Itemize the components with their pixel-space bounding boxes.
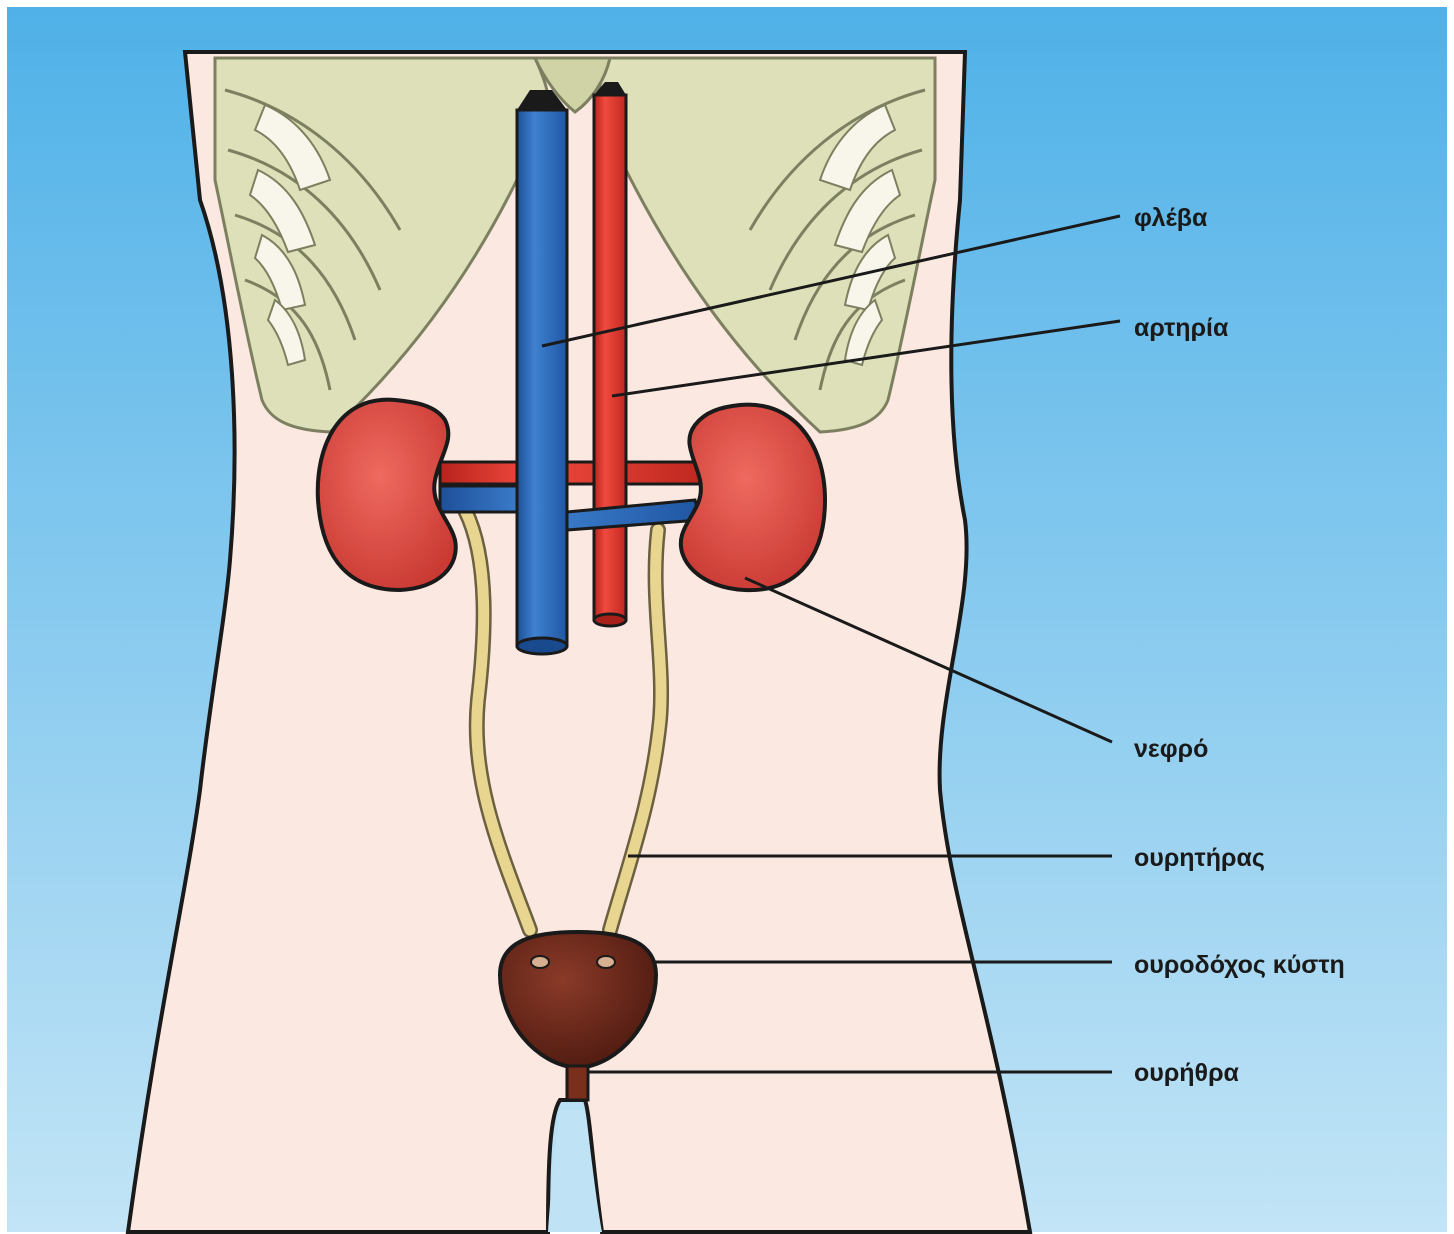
label-ureter: ουρητήρας — [1134, 843, 1265, 873]
renal-artery — [440, 462, 700, 484]
label-urethra: ουρήθρα — [1134, 1058, 1239, 1088]
right-kidney — [681, 405, 825, 591]
aorta — [594, 82, 626, 626]
urethra — [567, 1066, 588, 1100]
label-artery: αρτηρία — [1134, 313, 1228, 343]
label-vein: φλέβα — [1134, 203, 1207, 233]
label-kidney: νεφρό — [1134, 734, 1208, 764]
label-bladder: ουροδόχος κύστη — [1134, 950, 1345, 980]
left-kidney — [318, 400, 456, 590]
